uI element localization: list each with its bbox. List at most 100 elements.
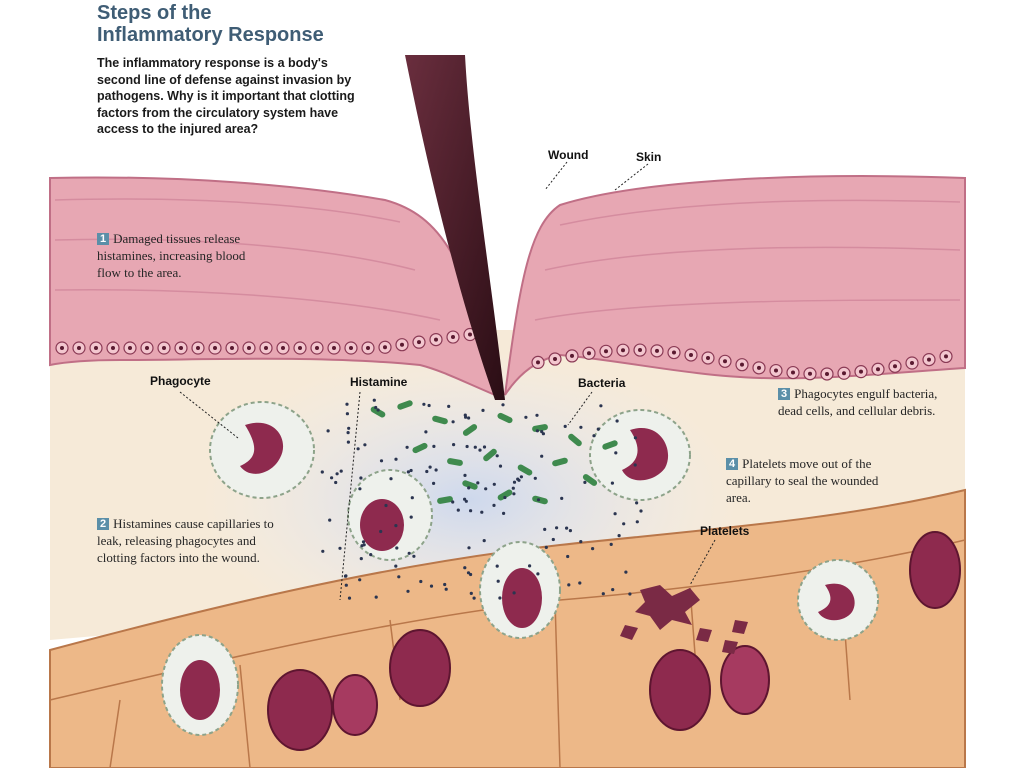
wound-leader-line [544,161,568,191]
red-blood-cell [332,674,378,736]
histamine-dot [429,584,434,588]
histamine-dot [476,481,480,485]
histamine-dot [347,596,352,600]
basal-cell-nucleus [808,371,812,376]
basal-cell-nucleus [570,353,574,358]
histamine-dot [478,448,482,452]
phagocyte-right [589,409,691,501]
histamine-dot [320,470,324,474]
histamine-dot [472,596,476,600]
histamine-dot [622,522,626,526]
basal-cell-nucleus [77,346,81,350]
phagocyte-center [347,469,433,561]
basal-cell-nucleus [621,348,625,353]
histamine-dot [579,425,583,429]
label-wound: Wound [548,148,589,162]
step-1-text: Damaged tissues release histamines, incr… [97,231,246,280]
histamine-dot [601,592,605,596]
histamine-dot [362,543,366,547]
skin-layer-line [544,246,961,271]
basal-cell-nucleus [706,355,710,360]
basal-cell-nucleus [60,346,64,350]
histamine-dot [599,404,603,408]
bacterium [497,489,513,501]
red-blood-cell [649,649,711,731]
basal-cell-nucleus [757,365,761,370]
basal-cell-nucleus [315,346,319,350]
histamine-dot [406,470,410,474]
histamine-dot [568,529,573,533]
page-title: Steps of the Inflammatory Response [97,2,324,46]
histamine-dot [443,582,447,587]
histamine-dot [610,481,615,485]
histamine-dot [358,578,362,582]
red-blood-cell [720,645,770,715]
histamine-dot [376,408,380,412]
histamine-dot [633,463,637,467]
histamine-dot [563,424,567,428]
histamine-dot [480,510,484,514]
histamine-dot [447,404,451,408]
histamine-dot [536,572,540,576]
histamine-dot [467,486,471,490]
basal-cell-nucleus [111,346,115,350]
basal-cell-nucleus [230,346,234,350]
histamine-dot [361,540,366,544]
basal-cell-nucleus [774,368,778,373]
phagocyte-lower-right [797,559,879,641]
histamine-dot [427,403,431,408]
basal-cell-nucleus [400,342,404,347]
histamine-dot [617,534,621,538]
basal-cell-nucleus [468,332,472,337]
histamine-dot [412,554,416,558]
histamine-dot [628,592,632,596]
histamine-dot [591,547,595,551]
basal-cell-nucleus [179,346,183,350]
basal-cell-nucleus [94,346,98,350]
bacterium [397,400,413,410]
skin-left [49,176,497,397]
histamine-dot [496,579,500,583]
histamine-dot [463,473,467,477]
histamine-dot [356,447,360,451]
histamine-dot [498,596,502,600]
histamine-dot [343,574,348,578]
red-blood-cell [267,669,333,751]
histamine-dot [495,454,499,458]
histamine-dot [481,408,485,412]
histamine-dot [335,472,339,476]
histamine-dot [374,595,378,599]
step-4-text: Platelets move out of the capillary to s… [726,456,879,505]
histamine-dot [567,583,571,587]
basal-cell-nucleus [842,371,846,376]
histamine-dot [495,564,499,568]
histamine-dot [434,468,438,472]
histamine-dot [359,476,363,480]
histamine-dot [501,403,505,407]
skin-layer-line [534,299,961,321]
basal-cell-nucleus [893,364,897,369]
bacterium [517,464,533,476]
phagocyte-lower-left [161,634,239,736]
histamine-dot [512,591,516,595]
histamine-dot [405,445,409,449]
histamine-dot [321,549,325,553]
histamine-dot [432,444,436,448]
histamine-dot [467,416,471,420]
basal-cell-nucleus [434,337,438,342]
basal-cell-nucleus [587,351,591,356]
basal-cell-nucleus [145,346,149,350]
histamine-dot [369,553,373,557]
histamine-dot [579,540,583,544]
histamine-dot [345,412,349,416]
basal-cell-nucleus [859,369,863,374]
basal-cell-nucleus [553,357,557,362]
histamine-dot [544,545,548,550]
histamine-leader-line [339,391,361,601]
basal-cell-nucleus [213,346,217,350]
histamine-dot [444,587,448,591]
phagocyte-left [209,401,315,499]
histamine-dot [463,566,467,570]
